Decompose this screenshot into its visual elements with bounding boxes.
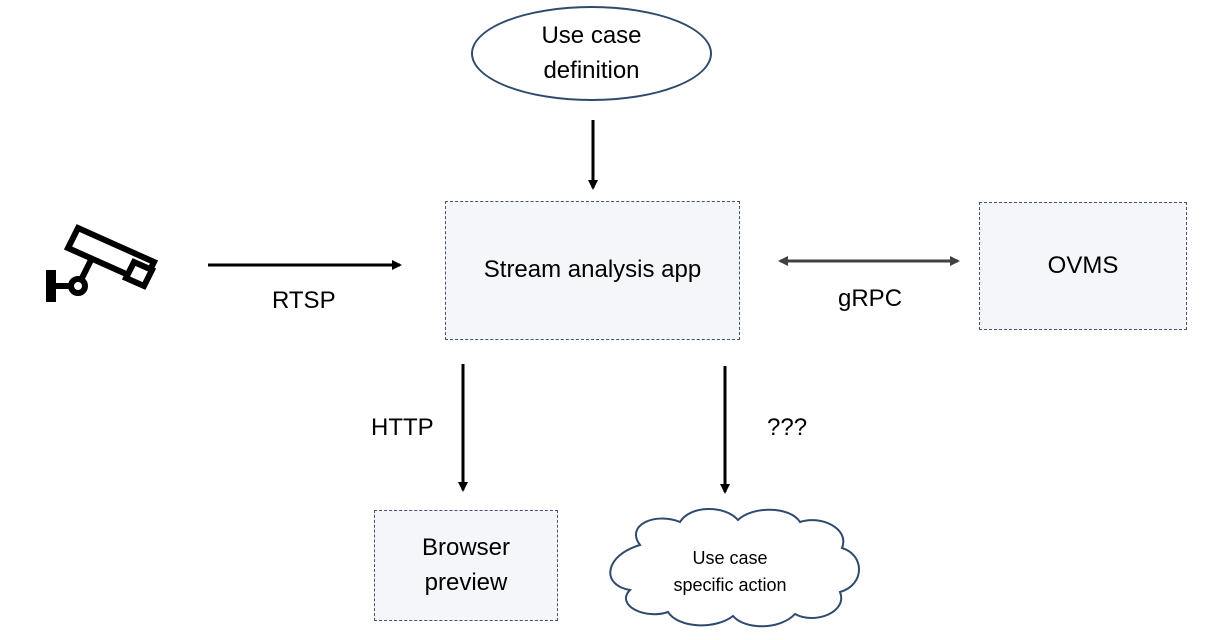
- cloud-shape: [609, 508, 860, 628]
- http-label: HTTP: [371, 414, 434, 441]
- ovms-label: OVMS: [1047, 251, 1119, 279]
- use-case-definition-label: Use case definition: [541, 21, 642, 84]
- stream-analysis-app-node: Stream analysis app: [445, 201, 740, 340]
- unknown-protocol-label: ???: [767, 414, 808, 441]
- grpc-label: gRPC: [838, 285, 903, 312]
- stream-analysis-app-label: Stream analysis app: [483, 256, 702, 284]
- rtsp-label: RTSP: [272, 287, 336, 314]
- security-camera-icon: [46, 224, 159, 302]
- browser-preview-label: Browser preview: [421, 533, 511, 596]
- use-case-action-label: Use case specific action: [673, 548, 787, 595]
- use-case-action-node: Use case specific action: [620, 525, 840, 619]
- ovms-node: OVMS: [979, 202, 1187, 330]
- browser-preview-node: Browser preview: [374, 510, 558, 621]
- use-case-definition-node: Use case definition: [471, 6, 712, 101]
